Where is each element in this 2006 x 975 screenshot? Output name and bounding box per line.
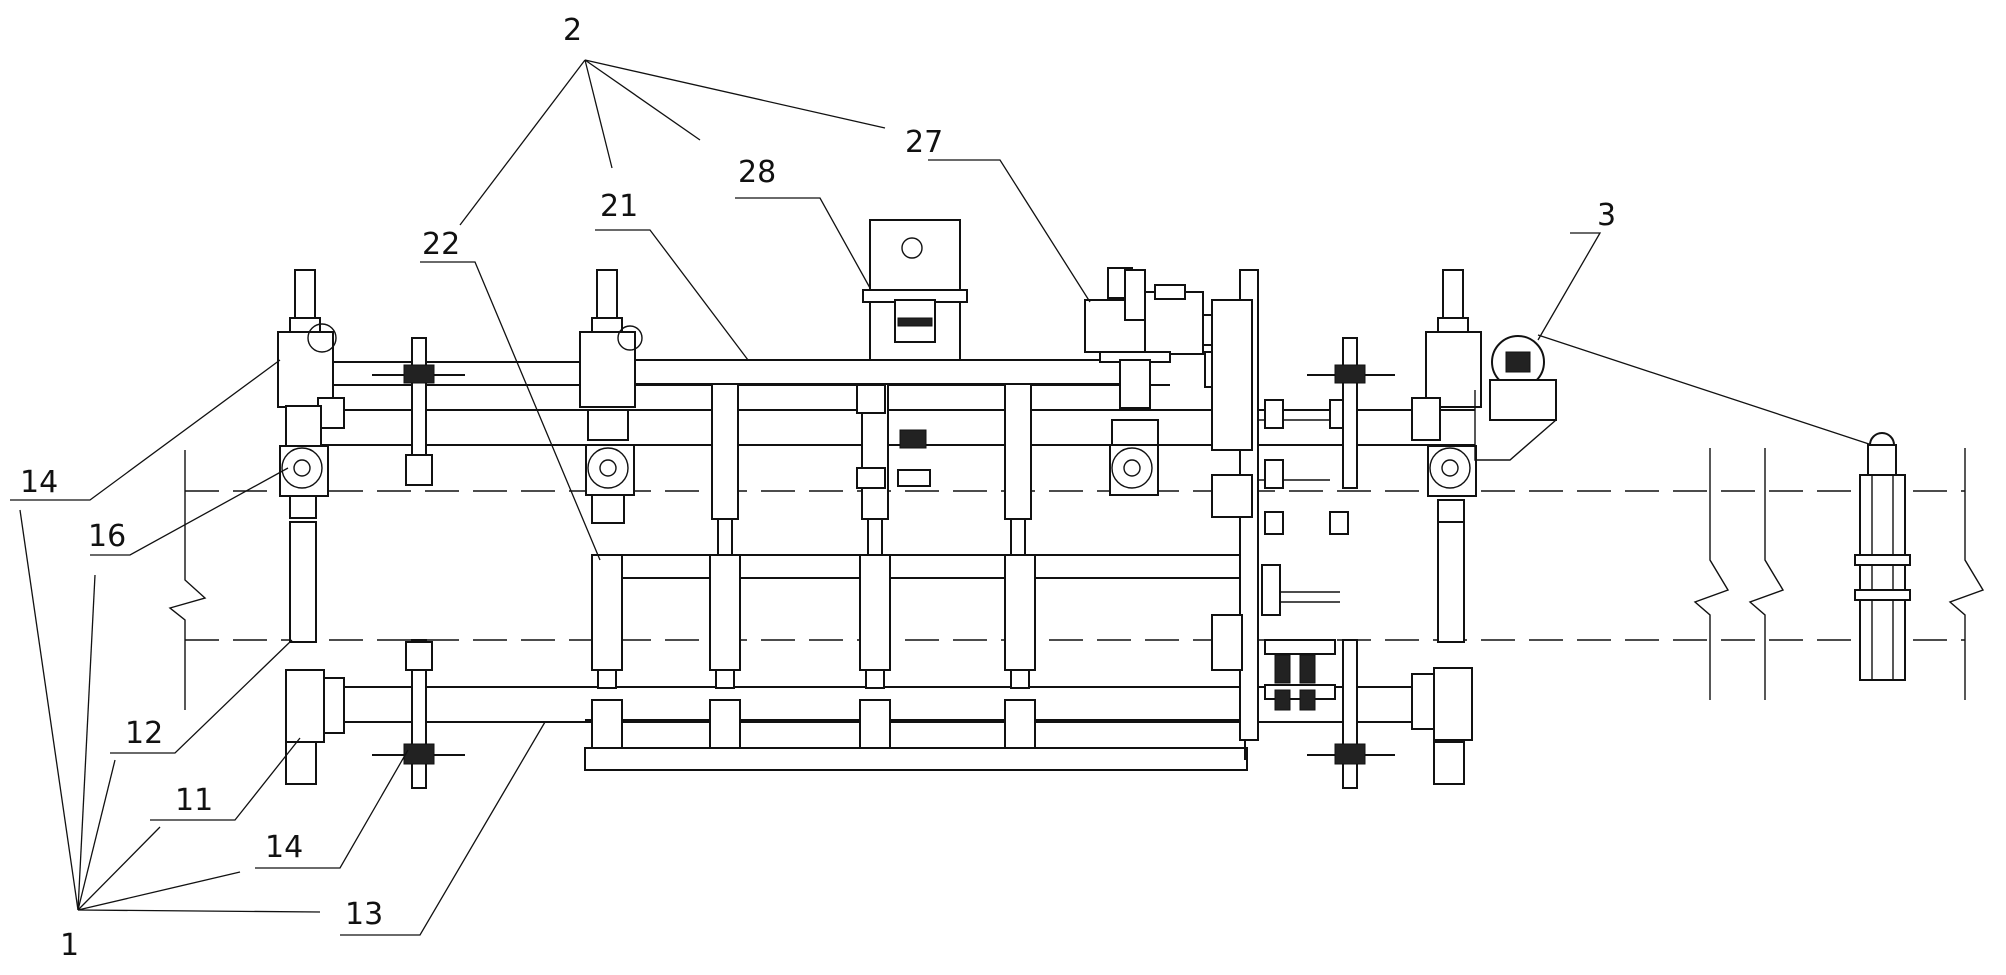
label-3: 3 (1597, 198, 1616, 233)
label-21: 21 (600, 189, 638, 224)
upper-beam-21 (585, 360, 1125, 555)
drive-wheel-3 (1475, 336, 1556, 460)
label-22: 22 (422, 227, 460, 262)
left-break-line (170, 450, 205, 710)
right-break-lines (1695, 448, 1983, 700)
label-16: 16 (88, 519, 126, 554)
label-12: 12 (125, 716, 163, 751)
clamp-mechanism (1262, 400, 1348, 710)
centerlines (185, 491, 1965, 640)
label-27: 27 (905, 125, 943, 160)
label-14-top: 14 (20, 465, 58, 500)
reference-labels: 2 27 28 21 22 3 14 16 12 11 14 13 1 (20, 13, 1616, 963)
bottom-beam (585, 748, 1247, 770)
label-11: 11 (175, 783, 213, 818)
roller-stand-second (580, 270, 642, 523)
roller-stand-right (1412, 270, 1481, 784)
label-13: 13 (345, 897, 383, 932)
label-1: 1 (60, 928, 79, 963)
hanging-guide (1855, 433, 1910, 680)
label-28: 28 (738, 155, 776, 190)
roller-stand-left (278, 270, 344, 784)
label-2: 2 (563, 13, 582, 48)
label-14-bottom: 14 (265, 830, 303, 865)
middle-frame-22 (592, 555, 1245, 760)
